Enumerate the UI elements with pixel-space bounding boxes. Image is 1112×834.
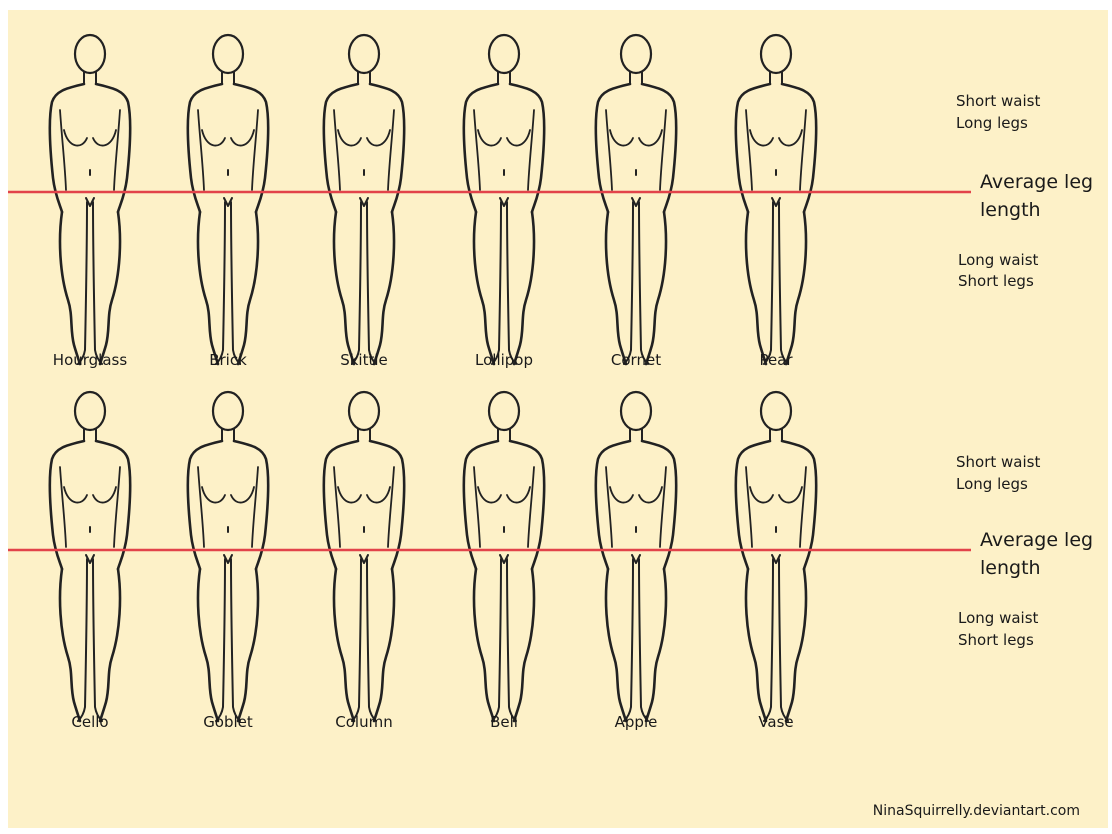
average-leg-label: length [980,199,1041,221]
figure-label: Brick [209,351,247,369]
figure-label: Cello [71,713,108,731]
short-legs-note: Short legs [958,272,1034,290]
short-waist-note: Short waist [956,92,1040,110]
long-legs-note: Long legs [956,114,1028,132]
figure-label: Cornet [611,351,661,369]
figure-label: Pear [759,351,793,369]
figure-lollipop [464,35,544,364]
long-waist-note: Long waist [958,609,1039,627]
row-2-figures [50,392,816,721]
long-waist-note: Long waist [958,251,1039,269]
figure-label: Hourglass [53,351,128,369]
credit-text: NinaSquirrelly.deviantart.com [873,803,1080,819]
body-shapes-diagram: Hourglass Brick Skittle Lollipop Cornet … [8,10,1108,828]
figure-skittle [324,35,404,364]
figure-label: Column [335,713,392,731]
figure-brick [188,35,268,364]
figure-hourglass [50,35,130,364]
long-legs-note: Long legs [956,475,1028,493]
figure-goblet [188,392,268,721]
figure-pear [736,35,816,364]
figure-cello [50,392,130,721]
short-waist-note: Short waist [956,453,1040,471]
figure-vase [736,392,816,721]
figure-column [324,392,404,721]
figure-label: Skittle [340,351,388,369]
figure-label: Bell [490,713,518,731]
figure-apple [596,392,676,721]
figure-bell [464,392,544,721]
figure-label: Goblet [203,713,253,731]
figure-label: Apple [615,713,658,731]
diagram-sheet: Hourglass Brick Skittle Lollipop Cornet … [8,10,1108,828]
average-leg-label: Average leg [980,171,1093,193]
figure-label: Vase [758,713,793,731]
average-leg-label: length [980,557,1041,579]
short-legs-note: Short legs [958,631,1034,649]
figure-label: Lollipop [475,351,533,369]
figure-cornet [596,35,676,364]
row-1-figures [50,35,816,364]
average-leg-label: Average leg [980,529,1093,551]
